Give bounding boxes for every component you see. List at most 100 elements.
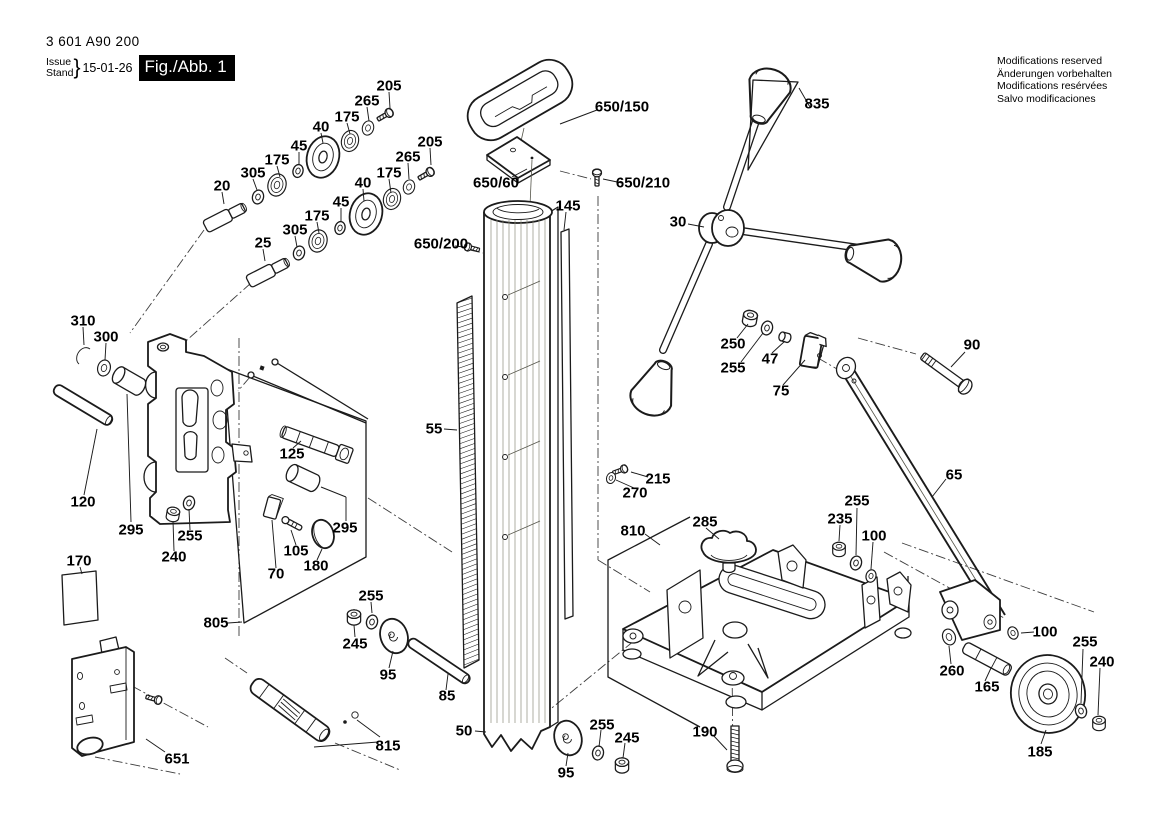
bearing-175 xyxy=(264,171,290,199)
part-label-90: 90 xyxy=(964,337,981,354)
block-75 xyxy=(798,331,827,369)
support-arm xyxy=(835,356,1006,622)
part-label-145: 145 xyxy=(555,198,580,215)
nut-245 xyxy=(614,757,630,774)
part-label-175: 175 xyxy=(334,109,359,126)
part-label-45: 45 xyxy=(291,138,308,155)
part-label-120: 120 xyxy=(70,494,95,511)
part-label-20: 20 xyxy=(214,178,231,195)
issue-stand-labels: Issue Stand xyxy=(46,57,73,79)
part-label-240: 240 xyxy=(161,549,186,566)
washer-300 xyxy=(95,357,113,379)
bearing-175 xyxy=(305,227,331,255)
part-label-260: 260 xyxy=(939,663,964,680)
part-label-650-60: 650/60 xyxy=(473,175,519,192)
screw-205 xyxy=(415,165,437,184)
column xyxy=(483,200,559,752)
washer-100 xyxy=(1005,624,1021,642)
part-label-245: 245 xyxy=(342,636,367,653)
part-label-305: 305 xyxy=(282,222,307,239)
anchor-plate-651 xyxy=(71,636,164,757)
washer-255 xyxy=(590,744,606,762)
part-label-305: 305 xyxy=(240,165,265,182)
part-label-805: 805 xyxy=(203,615,228,632)
stud-25 xyxy=(244,255,293,289)
roller-40 xyxy=(301,131,345,183)
roller-40 xyxy=(344,188,388,240)
handwheel xyxy=(624,62,906,423)
brace-glyph: } xyxy=(73,56,81,79)
nut-240 xyxy=(164,505,181,524)
part-label-650-150: 650/150 xyxy=(595,99,649,116)
part-label-25: 25 xyxy=(255,235,272,252)
part-label-95: 95 xyxy=(380,667,397,684)
washer-260 xyxy=(939,626,959,648)
part-label-55: 55 xyxy=(426,421,443,438)
part-label-125: 125 xyxy=(279,446,304,463)
part-label-265: 265 xyxy=(354,93,379,110)
part-label-40: 40 xyxy=(355,175,372,192)
part-label-255: 255 xyxy=(589,717,614,734)
part-label-185: 185 xyxy=(1027,744,1052,761)
part-label-651: 651 xyxy=(164,751,189,768)
part-label-100: 100 xyxy=(861,528,886,545)
part-label-205: 205 xyxy=(376,78,401,95)
part-label-650-210: 650/210 xyxy=(616,175,670,192)
part-label-100: 100 xyxy=(1032,624,1057,641)
washer-305 xyxy=(250,188,266,206)
part-label-70: 70 xyxy=(268,566,285,583)
part-label-835: 835 xyxy=(804,96,829,113)
kit-box-805 xyxy=(223,358,369,624)
part-label-810: 810 xyxy=(620,523,645,540)
arm-bracket xyxy=(939,579,1001,641)
ball-815 xyxy=(351,711,359,719)
handwheel-knob xyxy=(624,352,687,423)
knob-180 xyxy=(311,518,335,550)
wheel-185 xyxy=(1010,654,1086,734)
part-label-235: 235 xyxy=(827,511,852,528)
part-label-170: 170 xyxy=(66,553,91,570)
handwheel-knob xyxy=(736,62,797,131)
part-label-310: 310 xyxy=(70,313,95,330)
part-labels: 2052651754045175305202052651754045175305… xyxy=(66,78,1114,782)
screw-650-210 xyxy=(591,168,603,187)
pin-dot xyxy=(343,720,347,724)
knob-set-835-triangle xyxy=(747,79,799,171)
part-label-95: 95 xyxy=(558,765,575,782)
part-label-175: 175 xyxy=(304,208,329,225)
nut-240 xyxy=(1092,715,1106,732)
part-label-250: 250 xyxy=(720,336,745,353)
nut-250 xyxy=(740,308,759,329)
screw-190 xyxy=(726,725,744,773)
label-plate-170 xyxy=(61,570,99,626)
part-label-300: 300 xyxy=(93,329,118,346)
column-ribs xyxy=(490,220,546,723)
spacer-45 xyxy=(332,219,348,237)
part-label-180: 180 xyxy=(303,558,328,575)
part-label-240: 240 xyxy=(1089,654,1114,671)
spacer-45 xyxy=(290,162,306,180)
part-label-190: 190 xyxy=(692,724,717,741)
part-label-255: 255 xyxy=(720,360,745,377)
stand-label: Stand xyxy=(46,67,74,79)
screw-651 xyxy=(144,692,164,706)
part-label-65: 65 xyxy=(946,467,963,484)
cap-47 xyxy=(778,331,792,343)
handwheel-hub xyxy=(698,209,745,247)
notice-en: Modifications reserved xyxy=(997,55,1103,67)
bolt-90 xyxy=(920,352,973,395)
modification-notices: Modifications reserved Änderungen vorbeh… xyxy=(997,55,1112,105)
axle-165 xyxy=(961,642,1013,676)
construction-lines xyxy=(94,170,1095,775)
part-label-650-200: 650/200 xyxy=(414,236,468,253)
spindle-125 xyxy=(279,425,354,464)
part-label-285: 285 xyxy=(692,514,717,531)
star-knob-285 xyxy=(700,529,757,574)
part-label-30: 30 xyxy=(670,214,687,231)
part-label-45: 45 xyxy=(333,194,350,211)
base xyxy=(622,544,912,711)
part-label-215: 215 xyxy=(645,471,670,488)
washer-265 xyxy=(360,119,376,137)
part-label-165: 165 xyxy=(974,679,999,696)
